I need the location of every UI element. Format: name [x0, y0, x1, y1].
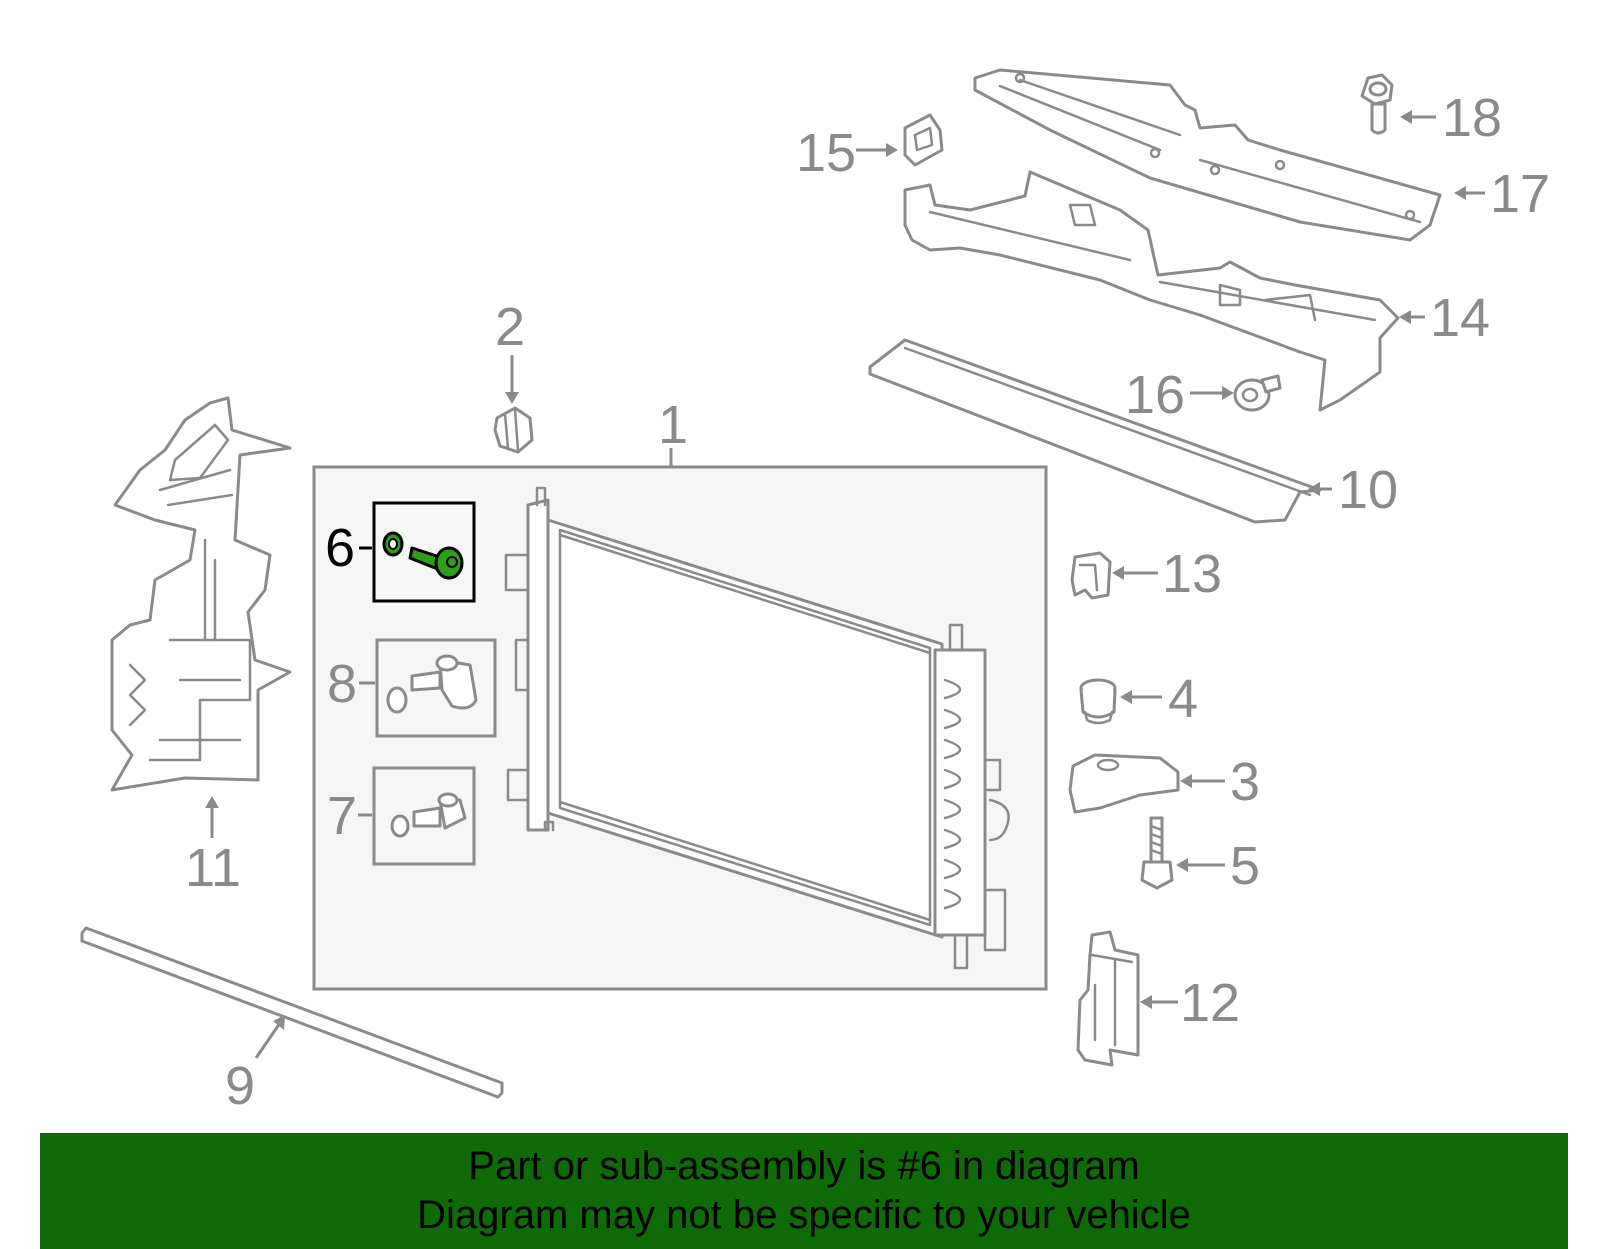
- part-8-box: [375, 638, 497, 738]
- callout-4: 4: [1168, 669, 1198, 729]
- callout-8: 8: [327, 654, 357, 714]
- radiator-core: [504, 486, 1010, 970]
- part-12-side-bracket: [1076, 930, 1140, 1067]
- part-6-drain-plug[interactable]: [382, 531, 464, 580]
- part-18-bolt: [1360, 73, 1394, 135]
- part-6-highlight-box: [372, 501, 476, 603]
- part-14-upper-tie-bar: [903, 170, 1400, 412]
- callout-14: 14: [1430, 288, 1490, 348]
- part-8-fitting: [386, 654, 478, 714]
- callout-5: 5: [1230, 836, 1260, 896]
- callout-3: 3: [1230, 752, 1260, 812]
- callout-9: 9: [225, 1056, 255, 1116]
- part-9-seal-strip: [80, 926, 504, 1099]
- part-5-bolt: [1140, 816, 1174, 890]
- callout-11: 11: [185, 838, 241, 898]
- part-13-retainer: [1070, 551, 1112, 600]
- banner-line-part: Part or sub-assembly is #6 in diagram: [468, 1144, 1140, 1188]
- part-4-insulator: [1079, 678, 1117, 725]
- callout-7: 7: [327, 786, 357, 846]
- callout-16: 16: [1125, 365, 1185, 425]
- callout-12: 12: [1180, 973, 1240, 1033]
- part-15-clip: [903, 113, 944, 167]
- banner-line-disclaimer: Diagram may not be specific to your vehi…: [417, 1193, 1191, 1237]
- callout-15: 15: [796, 123, 856, 183]
- part-7-box: [372, 766, 476, 866]
- callout-13: 13: [1162, 544, 1222, 604]
- part-7-fitting: [390, 792, 467, 838]
- info-banner: Part or sub-assembly is #6 in diagram Di…: [40, 1133, 1568, 1249]
- callout-18: 18: [1442, 88, 1502, 148]
- part-3-bracket: [1068, 753, 1180, 814]
- callout-1: 1: [658, 395, 688, 455]
- callout-2: 2: [495, 297, 525, 357]
- part-11-air-deflector: [110, 396, 292, 792]
- part-10-baffle: [868, 338, 1322, 524]
- part-17-upper-cover: [973, 68, 1442, 242]
- part-16-push-pin: [1233, 374, 1282, 412]
- callout-6: 6: [325, 518, 355, 578]
- callout-17: 17: [1490, 164, 1550, 224]
- callout-10: 10: [1338, 460, 1398, 520]
- part-2-radiator-cap: [493, 406, 534, 454]
